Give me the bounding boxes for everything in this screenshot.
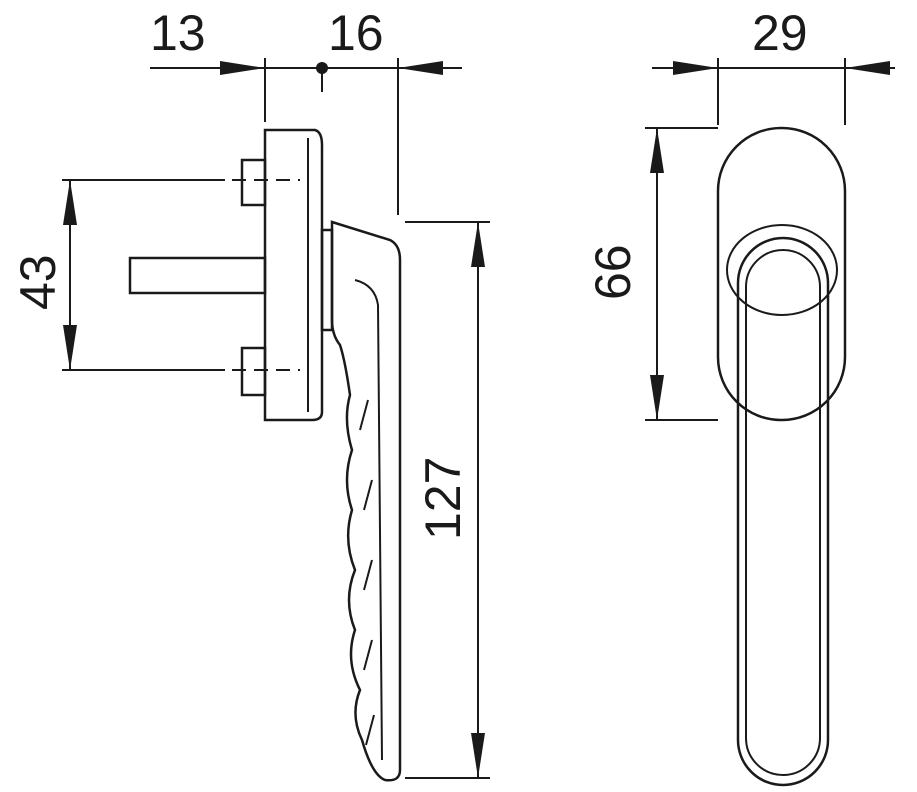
handle-side [320, 220, 402, 782]
dimension-13-16: 13 16 [150, 5, 462, 215]
front-view: 29 66 [585, 5, 895, 787]
dimension-127: 127 [405, 221, 490, 779]
side-view: 13 16 43 [10, 5, 490, 782]
dim-label-16: 16 [328, 5, 384, 61]
rosette-side [128, 128, 324, 422]
dimension-29: 29 [652, 5, 895, 125]
handle-front [736, 236, 830, 787]
dim-label-66: 66 [585, 244, 641, 300]
dim-label-43: 43 [10, 254, 66, 310]
dim-label-29: 29 [752, 5, 808, 61]
dim-label-127: 127 [415, 457, 471, 540]
dimension-66: 66 [585, 127, 718, 421]
dimension-43: 43 [10, 179, 300, 371]
dim-label-13: 13 [150, 5, 206, 61]
rosette-front [716, 126, 847, 422]
